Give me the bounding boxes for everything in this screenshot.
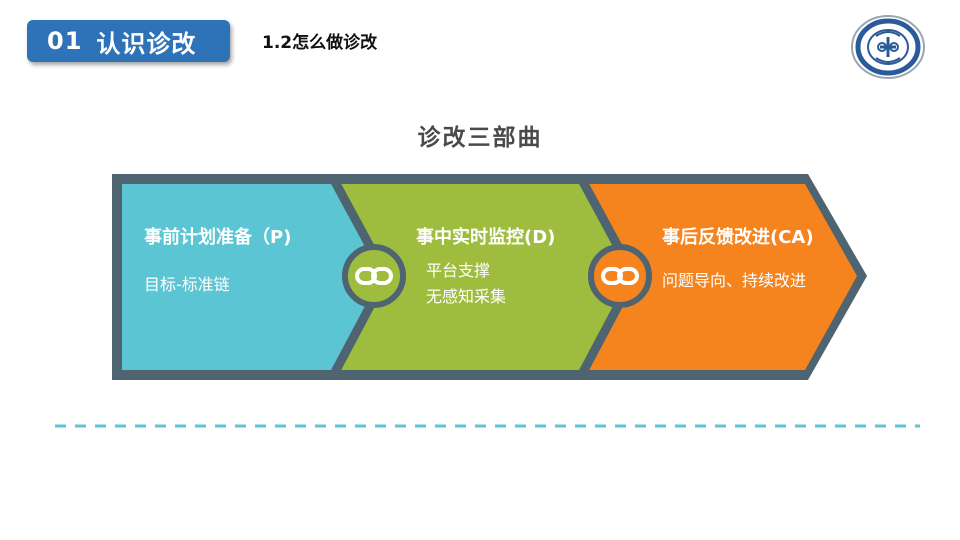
- stage-1-line-1: 目标-标准链: [144, 275, 230, 294]
- stage-3-shape: [582, 184, 857, 370]
- stage-2-shape: [334, 184, 634, 370]
- stage-2-line-1: 平台支撑: [426, 261, 491, 280]
- diagram-title: 诊改三部曲: [417, 125, 543, 151]
- stage-2-line-2: 无感知采集: [426, 287, 507, 306]
- section-number: 01: [47, 27, 83, 55]
- section-title: 认识诊改: [96, 29, 197, 58]
- stage-1-title: 事前计划准备（P): [144, 227, 292, 248]
- chain-link-icon: [588, 244, 652, 308]
- page-subtitle: 1.2怎么做诊改: [262, 33, 378, 53]
- stage-3-line-1: 问题导向、持续改进: [662, 271, 807, 290]
- institution-seal-logo: [851, 15, 925, 79]
- stage-1-shape: [122, 184, 386, 370]
- section-badge: 01 认识诊改: [27, 20, 230, 62]
- stage-3-title: 事后反馈改进(CA): [662, 227, 814, 248]
- chain-link-icon: [342, 244, 406, 308]
- stage-2-title: 事中实时监控(D): [416, 227, 556, 248]
